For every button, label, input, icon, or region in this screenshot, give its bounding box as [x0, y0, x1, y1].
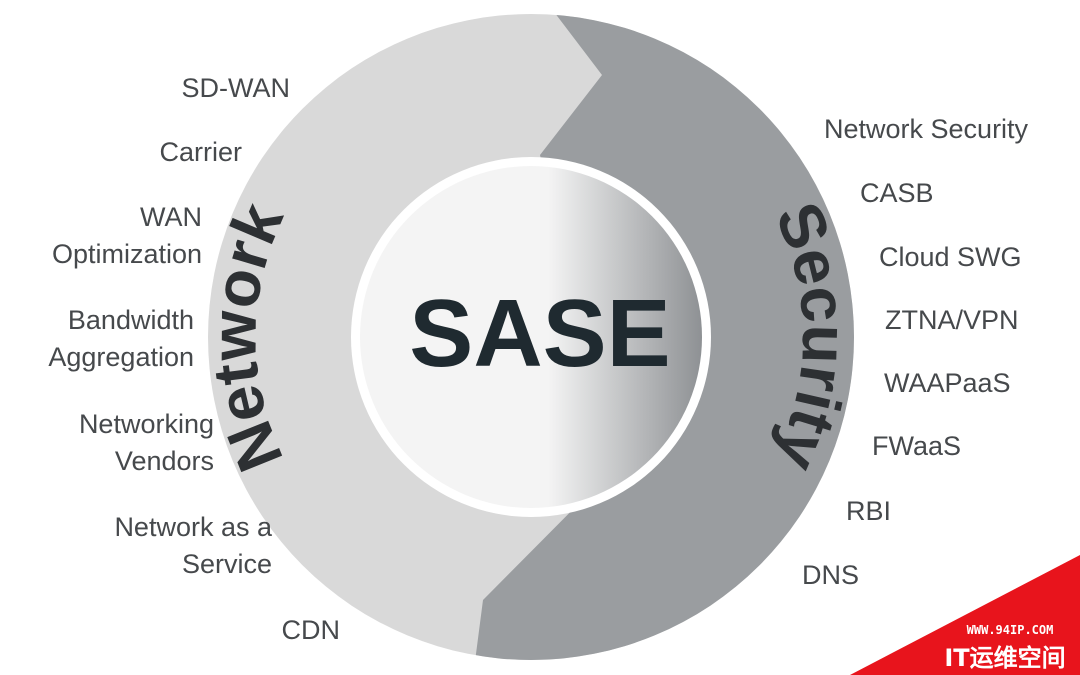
center-disc [360, 166, 702, 508]
network-item: SD-WAN [182, 70, 291, 107]
security-item-line: CASB [860, 178, 934, 208]
security-item-line: RBI [846, 496, 892, 526]
network-item-line: Bandwidth [67, 305, 194, 335]
network-item-line: Carrier [159, 137, 242, 167]
security-item-line: Cloud SWG [879, 242, 1022, 272]
network-item: Bandwidth Aggregation [48, 302, 194, 376]
security-item-line: FWaaS [872, 431, 962, 461]
network-item-line: Network as a [114, 512, 272, 542]
network-item-line: Optimization [51, 239, 202, 269]
center-label: SASE [409, 280, 670, 387]
security-item: Network Security [824, 111, 1028, 148]
network-item: Network as a Service [114, 509, 272, 583]
watermark-url: WWW.94IP.COM [967, 623, 1054, 637]
security-item-line: ZTNA/VPN [885, 305, 1019, 335]
security-item: Cloud SWG [879, 239, 1022, 276]
watermark-brand: IT运维空间 [944, 644, 1065, 672]
network-item: Networking Vendors [79, 406, 214, 480]
network-item-line: WAN [140, 202, 202, 232]
network-item-line: Service [181, 549, 272, 579]
network-item-line: SD-WAN [181, 73, 291, 103]
watermark-ribbon [850, 555, 1080, 675]
network-item: Carrier [159, 134, 242, 171]
network-item: WAN Optimization [52, 199, 202, 273]
security-item: FWaaS [872, 428, 961, 465]
security-item-line: DNS [802, 560, 860, 590]
security-item: RBI [846, 493, 891, 530]
security-item-line: Network Security [824, 114, 1029, 144]
security-item: DNS [802, 557, 859, 594]
security-item: WAAPaaS [884, 365, 1011, 402]
network-item-line: Networking [78, 409, 214, 439]
security-item-line: WAAPaaS [884, 368, 1011, 398]
network-item-line: CDN [281, 615, 341, 645]
security-item: CASB [860, 175, 934, 212]
network-item-line: Aggregation [48, 342, 194, 372]
security-segment [470, 14, 854, 660]
security-item: ZTNA/VPN [885, 302, 1019, 339]
network-item-line: Vendors [114, 446, 214, 476]
network-item: CDN [282, 612, 341, 649]
